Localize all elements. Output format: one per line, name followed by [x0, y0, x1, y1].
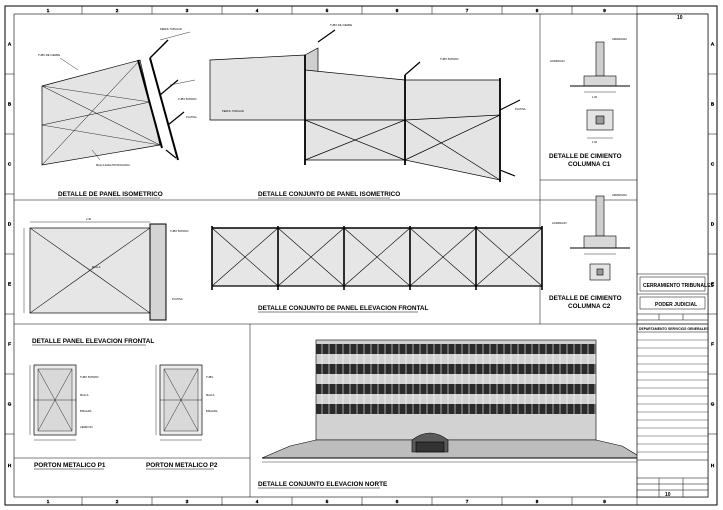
panel-set-isometric-detail	[209, 29, 521, 182]
title-block-owner: PODER JUDICIAL	[655, 302, 697, 308]
panel-iso-note: PERFIL TUBULAR	[160, 27, 182, 31]
panel-iso-note: TUBO 50X50X2	[178, 97, 197, 101]
grid-label: 1	[47, 499, 50, 504]
grid-label: F	[711, 342, 714, 347]
title-block-sheet-number: 10	[677, 15, 683, 21]
grid-label: 6	[396, 499, 399, 504]
gate-p1-note: TUBO 50X50X2	[80, 375, 99, 379]
foundation-c1-title-2: COLUMNA C1	[568, 161, 611, 168]
grid-label: C	[711, 162, 715, 167]
north-elevation-detail	[261, 339, 644, 463]
grid-label: 7	[466, 499, 469, 504]
panel-set-front-elevation-detail	[211, 226, 543, 290]
title-block-project: CERRAMIENTO TRIBUNALES	[643, 283, 714, 289]
grid-label: 3	[186, 8, 189, 13]
panel-set-iso-note: PERFIL TUBULAR	[222, 109, 244, 113]
gate-p2-note: BISAGRA	[206, 409, 218, 413]
grid-label: 2	[116, 8, 119, 13]
north-elevation-title: DETALLE CONJUNTO ELEVACION NORTE	[258, 481, 388, 488]
grid-label: F	[8, 342, 11, 347]
foundation-c2-note: ARMADURA	[612, 193, 627, 197]
window-mullions	[321, 344, 596, 414]
grid-label: 3	[186, 499, 189, 504]
grid-label: H	[711, 463, 714, 468]
title-block-department: DEPARTAMENTO SERVICIOS GENERALES	[639, 327, 709, 331]
grid-label: E	[8, 282, 11, 287]
panel-set-iso-note: PLATINA	[515, 107, 526, 111]
panel-front-note: 2.40	[86, 217, 92, 221]
grid-label: B	[8, 102, 11, 107]
grid-label: 5	[326, 499, 329, 504]
foundation-c1-note: 1.00	[592, 140, 598, 144]
panel-set-iso-title: DETALLE CONJUNTO DE PANEL ISOMETRICO	[258, 191, 400, 198]
foundation-c1-detail	[570, 41, 630, 139]
panel-iso-note: MALLA ELECTROSOLDADA	[96, 163, 130, 167]
foundation-c2-note: HORMIGON	[552, 221, 567, 225]
grid-label: 2	[116, 499, 119, 504]
grid-label: C	[8, 162, 12, 167]
grid-label: 5	[326, 8, 329, 13]
panel-set-iso-note: TUBO DE CIERRE	[330, 23, 352, 27]
grid-label: 4	[256, 8, 259, 13]
grid-label: 9	[603, 8, 606, 13]
gate-p1-note: BISAGRA	[80, 409, 92, 413]
grid-label: H	[8, 463, 11, 468]
panel-iso-title: DETALLE DE PANEL ISOMETRICO	[58, 191, 163, 198]
panel-front-title: DETALLE PANEL ELEVACION FRONTAL	[32, 338, 154, 345]
grid-label: B	[711, 102, 714, 107]
gate-p1-note: CERROJO	[80, 425, 93, 429]
foundation-c2-title-2: COLUMNA C2	[568, 303, 611, 310]
foundation-c1-title-1: DETALLE DE CIMIENTO	[549, 153, 622, 160]
grid-label: 8	[536, 499, 539, 504]
gate-p1-title: PORTON METALICO P1	[34, 462, 106, 469]
grid-label: G	[8, 402, 12, 407]
grid-label: G	[711, 402, 715, 407]
grid-label: D	[711, 222, 715, 227]
panel-isometric-detail	[41, 31, 196, 166]
gate-p2-note: MALLA	[206, 393, 215, 397]
grid-label: A	[8, 42, 12, 47]
grid-label: 8	[536, 8, 539, 13]
panel-iso-note: PLATINA	[186, 115, 197, 119]
grid-label: 7	[466, 8, 469, 13]
gate-p1-note: MALLA	[80, 393, 89, 397]
grid-label: A	[711, 42, 715, 47]
foundation-c1-note: ARMADURA	[612, 37, 627, 41]
metal-gate-p2-detail	[155, 364, 203, 441]
sheet-border	[4, 5, 718, 506]
foundation-c1-note: 1.00	[592, 95, 598, 99]
foundation-c1-note: HORMIGON	[550, 59, 565, 63]
panel-front-elevation-detail	[23, 221, 167, 321]
panel-set-iso-note: TUBO 50X50X2	[440, 57, 459, 61]
grid-label: 4	[256, 499, 259, 504]
title-block-rows	[637, 339, 708, 453]
grid-label: E	[711, 282, 714, 287]
title-block-sheet-number-bottom: 10	[665, 492, 671, 498]
grid-label: 6	[396, 8, 399, 13]
panel-set-front-title: DETALLE CONJUNTO DE PANEL ELEVACION FRON…	[258, 305, 429, 312]
panel-front-note: TUBO 50X50X2	[170, 229, 189, 233]
foundation-c2-title-1: DETALLE DE CIMIENTO	[549, 295, 622, 302]
gate-p2-note: TUBO	[206, 375, 213, 379]
gate-p2-title: PORTON METALICO P2	[146, 462, 218, 469]
grid-label: D	[8, 222, 12, 227]
title-block	[636, 13, 709, 498]
panel-front-note: MALLA	[92, 265, 101, 269]
grid-label: 1	[47, 8, 50, 13]
foundation-c2-detail	[570, 195, 630, 281]
panel-front-note: PLATINA	[172, 297, 183, 301]
grid-label: 9	[603, 499, 606, 504]
panel-iso-note: TUBO DE CIERRE	[38, 53, 60, 57]
metal-gate-p1-detail	[29, 364, 77, 441]
